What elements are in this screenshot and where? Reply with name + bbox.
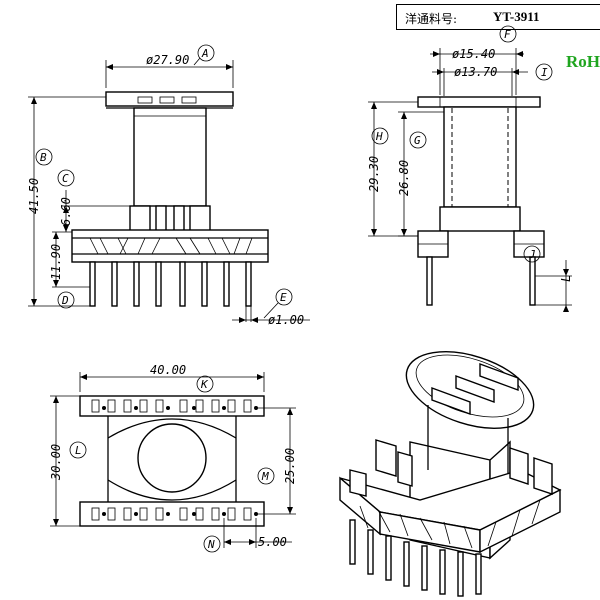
front-flange-slot	[181, 96, 197, 104]
callout-d-label: D	[61, 294, 69, 307]
iso-pins	[349, 519, 482, 597]
callout-f-label: F	[504, 28, 511, 41]
side-top-flange	[417, 96, 541, 108]
dim-27-90: ø27.90	[146, 53, 189, 67]
callout-k	[196, 375, 214, 393]
callout-j	[523, 245, 541, 263]
callout-i-label: I	[541, 66, 548, 79]
front-base-block	[71, 229, 269, 263]
callout-m	[257, 467, 275, 485]
callout-k-label: K	[200, 378, 209, 391]
dim-l: L	[559, 275, 573, 282]
callout-j-label: J	[528, 248, 536, 261]
rohs-mark: RoHS	[566, 52, 600, 71]
bottom-bottom-rail	[79, 501, 265, 527]
dim-1-00: ø1.00	[268, 313, 304, 327]
isometric-view	[339, 351, 562, 597]
callout-d	[57, 291, 75, 309]
part-number-label: 洋通料号:	[405, 12, 458, 26]
callout-g	[409, 131, 427, 149]
callout-m-label: M	[261, 470, 269, 483]
dim-29-30: 29.30	[367, 156, 381, 192]
dim-25-00: 25.00	[283, 448, 297, 484]
callout-c	[57, 169, 75, 187]
front-top-flange	[105, 91, 234, 107]
front-base-post	[129, 205, 151, 233]
callout-b-label: B	[40, 151, 47, 164]
callout-e	[275, 288, 293, 306]
dim-6-60: 6.60	[59, 197, 73, 226]
bottom-rail-slots	[91, 399, 252, 521]
bottom-view: 40.00 K 30.00 L 25.00 M 5.00	[49, 363, 297, 553]
callout-l-label: L	[75, 444, 82, 457]
dim-11-90: 11.90	[49, 244, 63, 280]
bottom-top-rail	[79, 395, 265, 417]
dim-13-70: ø13.70	[454, 65, 497, 79]
dim-26-80: 26.80	[397, 160, 411, 196]
callout-a	[197, 44, 215, 62]
front-base-post	[173, 205, 185, 233]
callout-i	[535, 63, 553, 81]
part-number-box: 洋通料号: YT-3911	[396, 4, 600, 30]
front-pins	[89, 261, 252, 307]
callout-h-label: H	[375, 130, 383, 143]
part-number-value: YT-3911	[493, 9, 540, 24]
side-pin	[529, 256, 536, 306]
dim-5-00: 5.00	[258, 535, 287, 549]
dim-41-50: 41.50	[27, 178, 41, 214]
dim-40-00: 40.00	[150, 363, 186, 377]
bottom-pin-holes	[102, 406, 258, 516]
side-pin	[426, 256, 433, 306]
bottom-core-hole	[137, 423, 207, 493]
callout-g-label: G	[414, 134, 421, 147]
dim-30-00: 30.00	[49, 444, 63, 481]
callout-h	[371, 127, 389, 145]
callout-f	[499, 25, 517, 43]
front-flange-slot	[137, 96, 153, 104]
front-core-tube	[133, 107, 207, 207]
callout-a-label: A	[201, 47, 209, 60]
dim-15-40: ø15.40	[452, 47, 495, 61]
callout-n	[203, 535, 221, 553]
callout-e-label: E	[280, 291, 287, 304]
callout-c-label: C	[62, 172, 69, 185]
front-view: ø27.90 A 41.50 B 6.60 C 11.90	[27, 44, 310, 327]
front-base-post	[155, 205, 167, 233]
callout-l	[69, 441, 87, 459]
side-view: ø15.40 ø13.70 F I 29.30 H 26.80 G	[367, 25, 573, 312]
front-flange-slot	[159, 96, 175, 104]
side-core-tube	[443, 106, 517, 208]
side-upper-base	[439, 206, 521, 232]
callout-n-label: N	[207, 538, 215, 551]
callout-b	[35, 148, 53, 166]
front-base-post	[189, 205, 211, 233]
